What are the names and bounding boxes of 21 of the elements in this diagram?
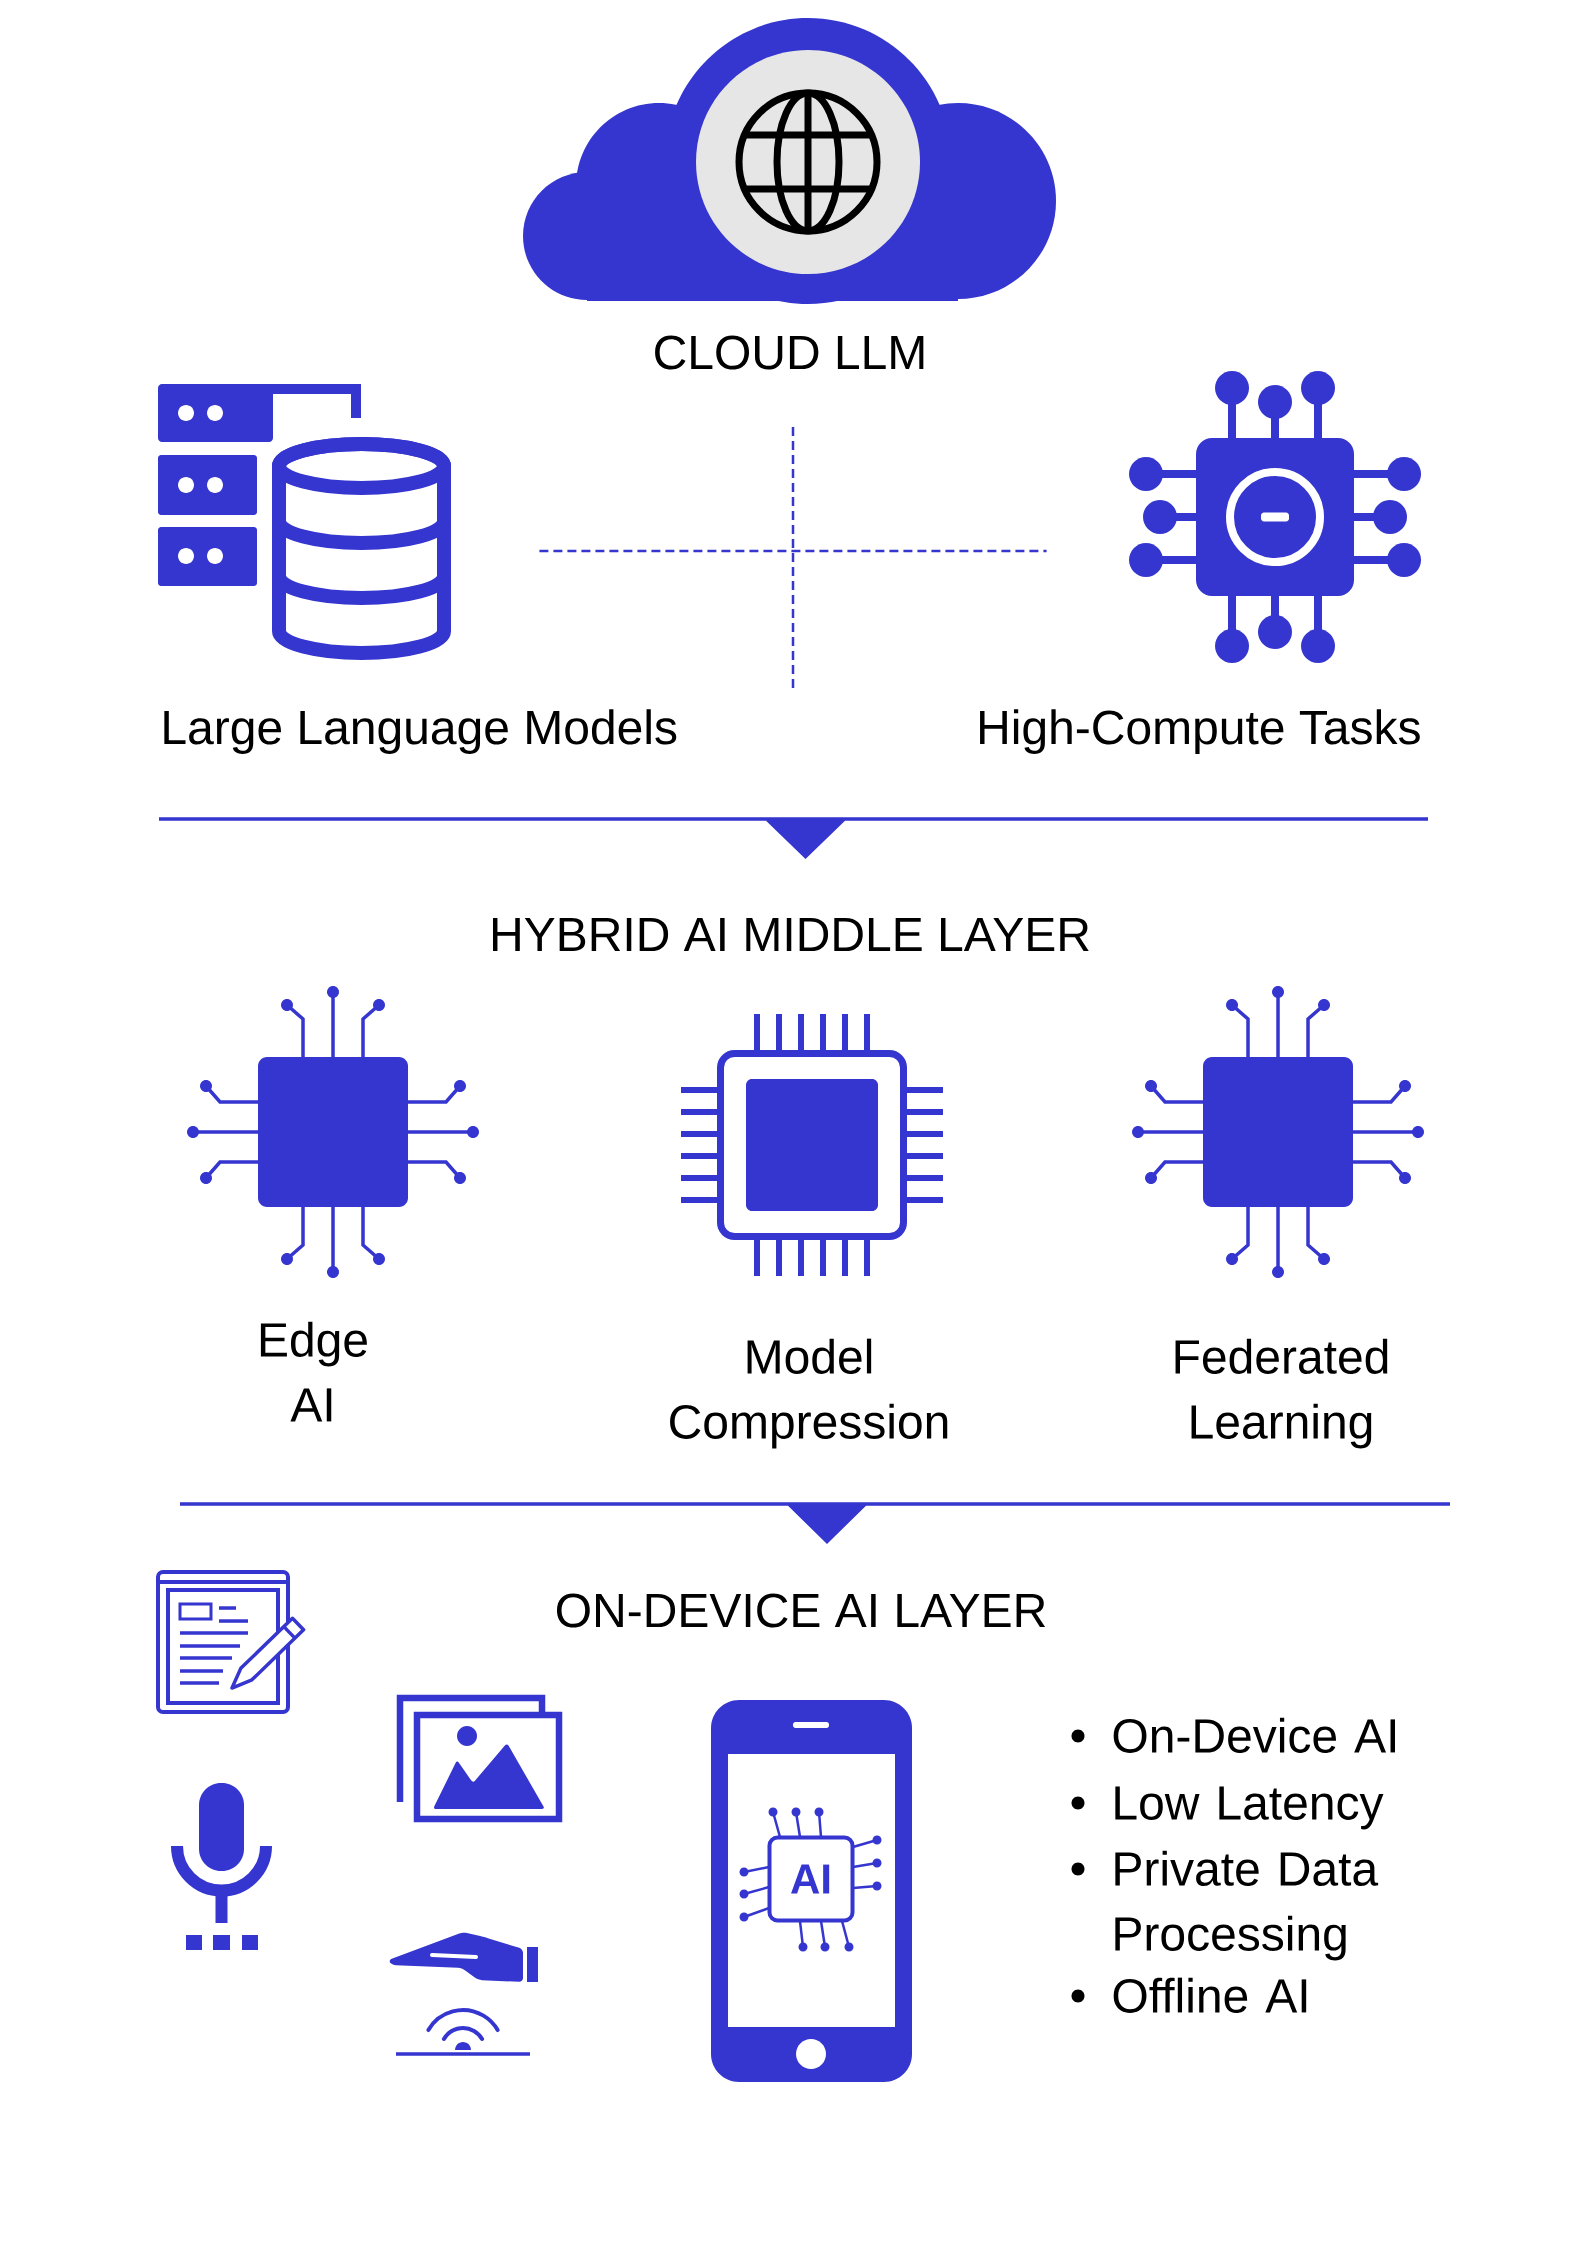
list-item: Offline AI — [1113, 1977, 1307, 2013]
list-item: Private Data Processing — [1115, 1850, 1379, 1961]
chip-icon — [187, 986, 479, 1278]
processor-icon — [1129, 371, 1421, 663]
node-label: Edge AI — [260, 1321, 367, 1422]
node-label: Large Language Models — [164, 709, 677, 754]
ai-chip: AI — [739, 1807, 882, 1952]
section-heading: HYBRID AI MIDDLE LAYER — [493, 918, 1089, 951]
section-heading: ON-DEVICE AI LAYER — [557, 1593, 1046, 1628]
divider-line — [159, 817, 1428, 859]
list-item: On-Device AI — [1113, 1717, 1395, 1753]
node-label: Model Compression — [670, 1338, 948, 1449]
node-label: High-Compute Tasks — [980, 709, 1420, 754]
database-icon — [158, 384, 451, 660]
list-item: Low Latency — [1115, 1786, 1384, 1830]
cloud — [523, 18, 1056, 304]
node-label: Federated Learning — [1175, 1338, 1388, 1449]
dashed-line — [539, 549, 1047, 553]
chip-icon — [1132, 986, 1424, 1278]
node-label: CLOUD LLM — [655, 335, 924, 370]
divider-line — [180, 1502, 1450, 1544]
